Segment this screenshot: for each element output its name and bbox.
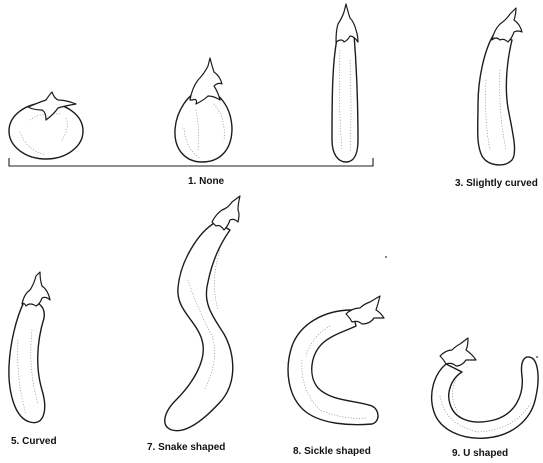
fruit-slightly-curved [478,8,522,165]
label-curved: 5. Curved [11,436,57,447]
fruit-curved [9,272,50,423]
speck [536,356,538,358]
fruit-snake [165,196,240,431]
label-u: 9. U shaped [452,448,508,459]
fruit-u [432,338,538,438]
label-snake: 7. Snake shaped [147,442,225,453]
fruit-oval [175,58,232,162]
label-sickle: 8. Sickle shaped [293,446,371,457]
label-slightly-curved: 3. Slightly curved [455,178,538,189]
fruit-sickle [288,296,384,425]
speck [385,256,387,258]
fruit-round [9,92,83,159]
label-none: 1. None [188,176,225,187]
fruit-long-straight [332,4,358,162]
